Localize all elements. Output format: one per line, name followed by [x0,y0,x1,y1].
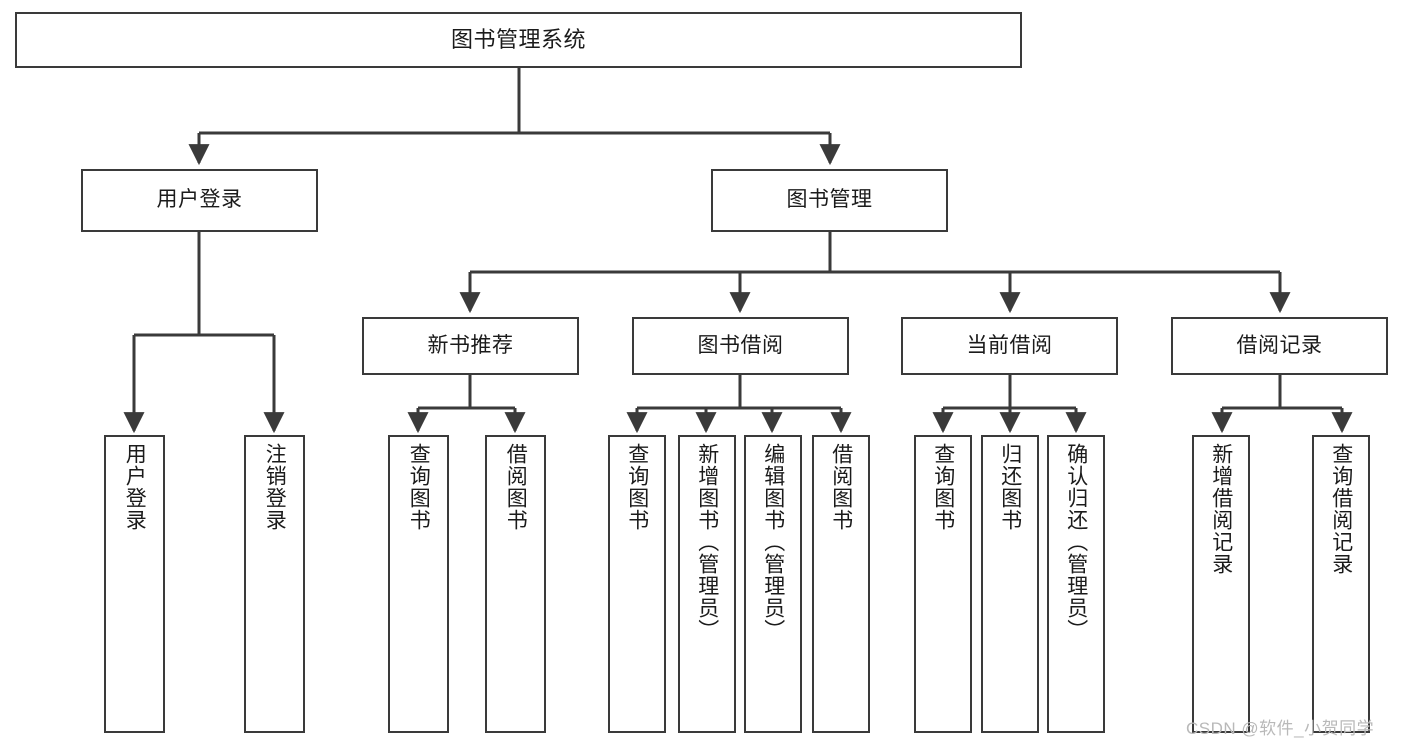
node-label: 用户登录 [123,443,147,531]
node-label: 用户登录 [156,188,243,212]
leaf-user-login-logout[interactable]: 注销登录 [244,435,305,733]
node-label: 新增图书（管理员） [695,443,719,641]
node-user-login[interactable]: 用户登录 [81,169,318,232]
node-label: 新书推荐 [427,333,514,357]
node-label: 借阅图书 [504,443,528,531]
node-label: 确认归还（管理员） [1064,443,1088,641]
node-label: 注销登录 [263,443,287,531]
node-label: 归还图书 [998,443,1022,531]
node-label: 新增借阅记录 [1209,443,1233,575]
node-label: 查询图书 [625,443,649,531]
leaf-borrow-edit-book-admin[interactable]: 编辑图书（管理员） [744,435,802,733]
leaf-record-query-record[interactable]: 查询借阅记录 [1312,435,1370,733]
leaf-current-return-book[interactable]: 归还图书 [981,435,1039,733]
node-label: 图书借阅 [697,333,784,357]
leaf-current-confirm-return-admin[interactable]: 确认归还（管理员） [1047,435,1105,733]
csdn-watermark: CSDN @软件_小贺同学 [1186,719,1375,738]
leaf-record-add-record[interactable]: 新增借阅记录 [1192,435,1250,733]
leaf-recommend-query-book[interactable]: 查询图书 [388,435,449,733]
node-book-management[interactable]: 图书管理 [711,169,948,232]
node-label: 图书管理 [786,188,873,212]
leaf-user-login-login[interactable]: 用户登录 [104,435,165,733]
node-label: 查询借阅记录 [1329,443,1353,575]
node-label: 图书管理系统 [450,27,586,53]
node-borrow-record[interactable]: 借阅记录 [1171,317,1388,375]
node-label: 当前借阅 [966,333,1053,357]
node-new-book-recommend[interactable]: 新书推荐 [362,317,579,375]
leaf-current-query-book[interactable]: 查询图书 [914,435,972,733]
node-current-borrow[interactable]: 当前借阅 [901,317,1118,375]
node-book-borrow[interactable]: 图书借阅 [632,317,849,375]
node-label: 编辑图书（管理员） [761,443,785,641]
node-label: 查询图书 [407,443,431,531]
leaf-borrow-borrow-book[interactable]: 借阅图书 [812,435,870,733]
node-label: 借阅图书 [829,443,853,531]
node-label: 借阅记录 [1236,333,1323,357]
leaf-borrow-add-book-admin[interactable]: 新增图书（管理员） [678,435,736,733]
leaf-recommend-borrow-book[interactable]: 借阅图书 [485,435,546,733]
leaf-borrow-query-book[interactable]: 查询图书 [608,435,666,733]
node-root-book-management-system[interactable]: 图书管理系统 [15,12,1022,68]
node-label: 查询图书 [931,443,955,531]
